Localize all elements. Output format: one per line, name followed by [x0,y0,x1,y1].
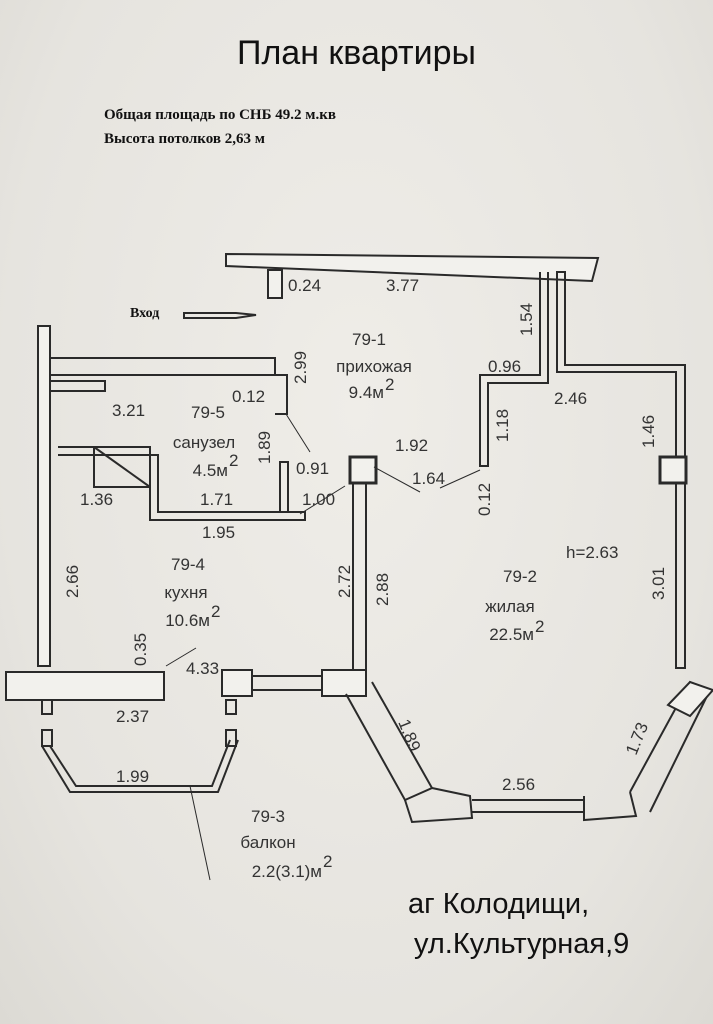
dim-2-37: 2.37 [116,707,149,726]
ceiling-height-note: Высота потолков 2,63 м [104,131,265,147]
dim-1-92: 1.92 [395,436,428,455]
entrance-label: Вход [130,306,159,321]
room-79-5-sup: 2 [229,451,238,470]
dim-2-66: 2.66 [63,565,82,598]
dim-1-89-b: 1.89 [394,716,424,754]
dim-2-56: 2.56 [502,775,535,794]
ceiling-height-marker: h=2.63 [566,543,618,562]
dim-0-35: 0.35 [131,633,150,666]
dim-3-21: 3.21 [112,401,145,420]
room-79-5-name: санузел [173,433,235,452]
dim-0-12-a: 0.12 [232,387,265,406]
room-79-4-sup: 2 [211,602,220,621]
dim-2-88: 2.88 [373,573,392,606]
dim-3-01: 3.01 [649,567,668,600]
room-79-1-area: 9.4м [349,383,384,402]
address-line-2: ул.Культурная,9 [414,928,630,960]
room-79-5-id: 79-5 [191,403,225,422]
dim-1-36: 1.36 [80,490,113,509]
dim-1-99: 1.99 [116,767,149,786]
dim-0-12-b: 0.12 [475,483,494,516]
dim-1-95: 1.95 [202,523,235,542]
room-79-2-area: 22.5м [489,625,534,644]
room-79-4-area: 10.6м [165,611,210,630]
dim-2-72: 2.72 [335,565,354,598]
dim-1-71: 1.71 [200,490,233,509]
dim-3-77: 3.77 [386,276,419,295]
room-79-3-name: балкон [240,833,295,852]
dim-0-24: 0.24 [288,276,321,295]
room-79-5-area: 4.5м [193,461,228,480]
room-labels: 79-1 прихожая 9.4м 2 79-2 жилая 22.5м 2 … [164,330,544,881]
dim-2-46: 2.46 [554,389,587,408]
total-area-note: Общая площадь по СНБ 49.2 м.кв [104,107,336,123]
room-79-1-name: прихожая [336,357,412,376]
dim-1-89-a: 1.89 [255,431,274,464]
room-79-3-sup: 2 [323,852,332,871]
dim-1-73: 1.73 [622,720,652,758]
dim-1-00: 1.00 [302,490,335,509]
room-79-4-id: 79-4 [171,555,205,574]
room-79-4-name: кухня [164,583,207,602]
dim-1-18: 1.18 [493,409,512,442]
dim-1-64: 1.64 [412,469,445,488]
room-79-3-id: 79-3 [251,807,285,826]
address-line-1: аг Колодищи, [408,888,590,920]
walls [5,252,713,881]
dim-2-99: 2.99 [291,351,310,384]
room-79-2-name: жилая [485,597,534,616]
page-title: План квартиры [237,34,476,72]
dim-0-96: 0.96 [488,357,521,376]
dim-4-33: 4.33 [186,659,219,678]
dim-0-91: 0.91 [296,459,329,478]
room-79-2-id: 79-2 [503,567,537,586]
room-79-1-sup: 2 [385,375,394,394]
dim-1-46: 1.46 [639,415,658,448]
room-79-2-sup: 2 [535,617,544,636]
dimension-labels: 0.24 3.77 1.54 2.99 0.96 2.46 1.18 1.46 … [63,276,668,794]
room-79-1-id: 79-1 [352,330,386,349]
dim-1-54: 1.54 [517,303,536,336]
room-79-3-area: 2.2(3.1)м [252,862,322,881]
